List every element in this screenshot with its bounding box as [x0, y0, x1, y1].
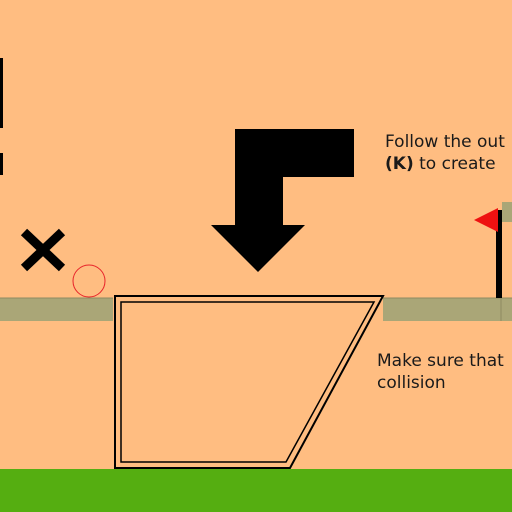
hud-bar-bottom — [0, 153, 3, 175]
tutorial-line-2-text: to create — [413, 154, 496, 174]
grass-ground — [0, 469, 512, 512]
flag-icon[interactable] — [474, 202, 512, 298]
right-platform — [383, 298, 512, 321]
tutorial-line-2: (K) to create — [385, 153, 496, 175]
x-icon[interactable] — [20, 228, 66, 272]
down-arrow-icon — [211, 129, 354, 272]
tutorial-line-1: Follow the out — [385, 131, 505, 153]
ball-icon[interactable] — [72, 264, 106, 298]
draw-outline-outer[interactable] — [114, 295, 385, 469]
hud-bar-top — [0, 58, 3, 128]
tutorial-line-4: collision — [377, 373, 446, 393]
tutorial-line-1-text: Follow the out — [385, 132, 505, 152]
tutorial-line-3: Make sure that — [377, 351, 504, 371]
draw-outline-inner — [120, 301, 376, 463]
left-platform — [0, 298, 113, 321]
shortcut-key-label: (K) — [385, 154, 414, 174]
